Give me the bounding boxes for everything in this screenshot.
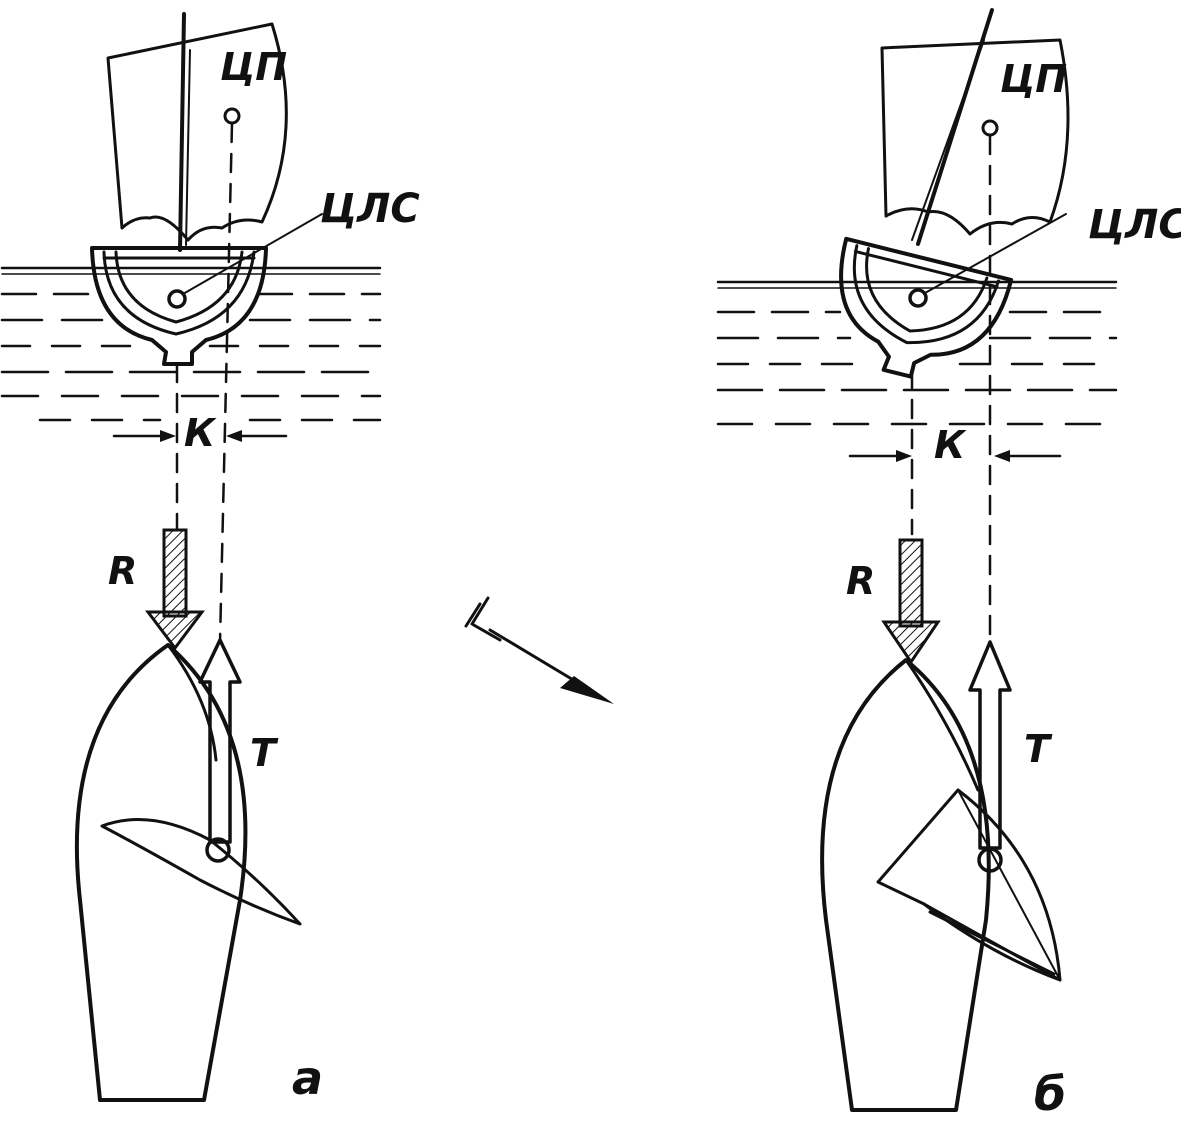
center-lateral-resistance-a	[167, 289, 187, 309]
label-k-b: К	[934, 423, 967, 467]
mast-b	[916, 8, 994, 246]
thrust-arrow-t-a: T	[198, 638, 279, 863]
mast-a	[178, 12, 186, 252]
dimension-k-b: К	[848, 423, 1062, 467]
label-r-a: R	[108, 549, 137, 593]
resistance-arrow-r-b: R	[846, 538, 941, 665]
wind-arrow-icon	[464, 596, 614, 704]
hull-plan-a	[74, 643, 248, 1102]
hull-section-b	[839, 236, 1014, 379]
label-r-b: R	[846, 559, 875, 603]
label-k-a: К	[184, 411, 217, 455]
water-b	[716, 280, 1118, 426]
dimension-k-a: К	[112, 411, 288, 455]
center-lateral-resistance-b	[908, 288, 928, 308]
hull-section-a	[90, 246, 268, 366]
thrust-arrow-t-b: T	[968, 640, 1053, 873]
water-a	[0, 266, 382, 422]
label-clr-a: ЦЛС	[320, 186, 420, 232]
hull-plan-b	[820, 658, 991, 1112]
label-t-a: T	[250, 731, 279, 775]
panel-a: ЦП ЦЛС	[0, 12, 420, 1105]
sail-plan-b	[876, 788, 1062, 982]
sail-plan-a	[100, 818, 302, 926]
label-cp-b: ЦП	[1000, 57, 1067, 101]
panel-label-b: б	[1034, 1067, 1066, 1121]
sail-front-a	[106, 22, 288, 242]
label-t-b: T	[1024, 727, 1053, 771]
label-cp-a: ЦП	[220, 45, 287, 89]
panel-label-a: а	[292, 1051, 323, 1105]
center-of-pressure-a	[223, 107, 241, 125]
center-of-pressure-b	[981, 119, 999, 137]
resistance-arrow-r-a: R	[108, 528, 205, 651]
label-clr-b: ЦЛС	[1088, 202, 1181, 248]
panel-b: ЦП ЦЛС К	[716, 8, 1181, 1121]
